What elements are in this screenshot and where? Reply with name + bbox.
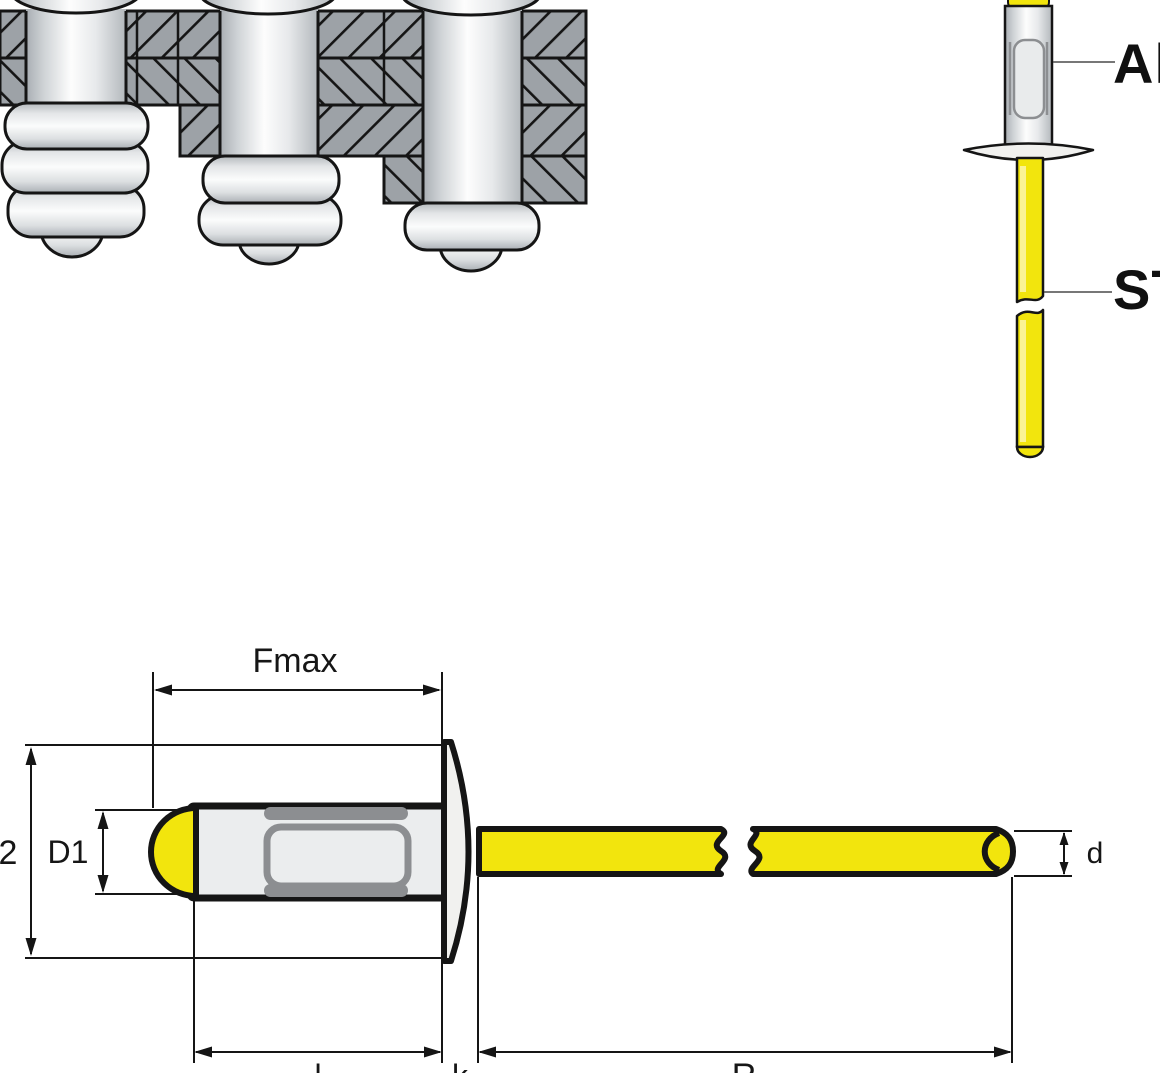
stem-end-arc bbox=[981, 830, 1001, 873]
body-slot-ring bbox=[263, 823, 412, 890]
rivet-flange bbox=[962, 142, 1095, 162]
dimension-drawing: Fmax D2 D1 d l k R bbox=[0, 642, 1104, 1073]
dim-label-d2: D2 bbox=[0, 834, 17, 872]
dim-label-d: d bbox=[1087, 837, 1104, 870]
dim-label-d1: D1 bbox=[48, 834, 89, 870]
mandrel-head bbox=[148, 804, 199, 900]
rivet-side-view bbox=[962, 0, 1115, 459]
dim-label-fmax: Fmax bbox=[253, 642, 338, 680]
mandrel-stem-left bbox=[476, 826, 729, 877]
installed-rivets-illustration bbox=[0, 0, 588, 273]
installed-rivet bbox=[402, 0, 541, 273]
dim-label-k: k bbox=[452, 1058, 469, 1073]
body-slot bbox=[1012, 38, 1046, 120]
installed-rivet bbox=[197, 0, 343, 266]
body-slot-band-top bbox=[264, 807, 408, 820]
body-material-label: Al bbox=[1113, 32, 1160, 95]
rivet-flange bbox=[441, 739, 472, 964]
rivet-body bbox=[1003, 0, 1054, 148]
stem-end bbox=[1015, 445, 1045, 459]
dim-label-l: l bbox=[314, 1058, 321, 1073]
dimension-lines bbox=[25, 684, 1069, 1058]
installed-rivet bbox=[0, 0, 150, 259]
dim-label-r: R bbox=[732, 1057, 757, 1073]
mandrel-material-label: ST bbox=[1113, 258, 1160, 321]
rivet-section bbox=[148, 739, 1016, 964]
mandrel-stem-right bbox=[747, 826, 1016, 877]
mandrel-stem bbox=[1015, 156, 1045, 459]
